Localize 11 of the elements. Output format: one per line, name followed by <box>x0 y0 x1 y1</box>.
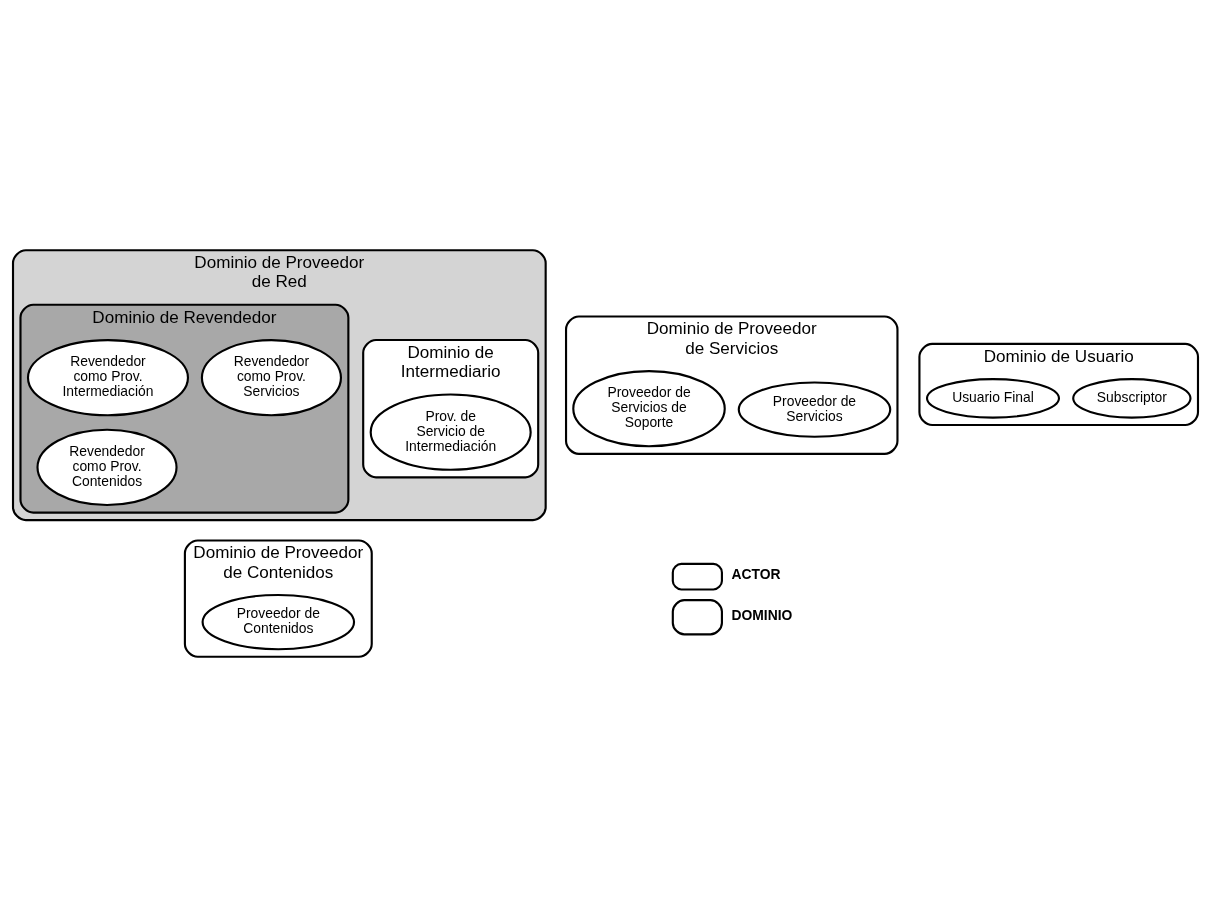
node-ellipse: Usuario Final <box>925 377 1061 419</box>
node-ellipse: Proveedor de Contenidos <box>201 593 356 650</box>
legend-label: ACTOR <box>731 565 781 582</box>
node-ellipse: Proveedor de Servicios <box>737 380 892 438</box>
legend-label: DOMINIO <box>731 606 793 623</box>
node-ellipse: Revendedor como Prov. Contenidos <box>36 428 178 506</box>
node-ellipse: Subscriptor <box>1072 377 1192 419</box>
node-ellipse: Prov. de Servicio de Intermediación <box>369 393 532 471</box>
node-ellipse: Proveedor de Servicios de Soporte <box>572 369 726 447</box>
node-ellipse: Revendedor como Prov. Intermediación <box>26 338 189 416</box>
node-ellipse: Revendedor como Prov. Servicios <box>200 338 342 416</box>
